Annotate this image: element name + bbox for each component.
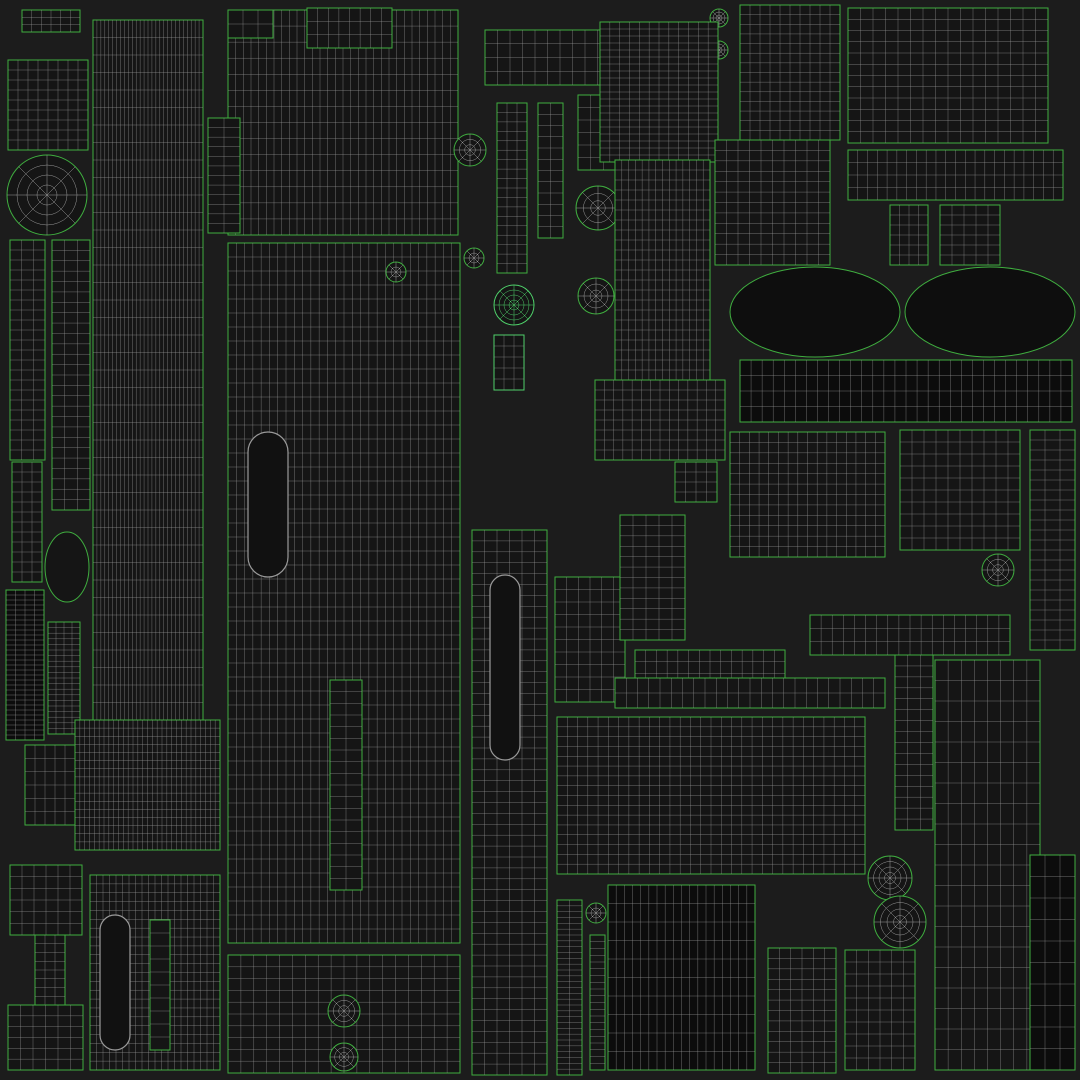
island-tall-column (92, 19, 204, 721)
island-stack-left (5, 589, 45, 741)
island-vertical-joint (619, 514, 686, 641)
island-pocket-panel (714, 139, 831, 266)
island-strap (934, 659, 1041, 1071)
island-ellipse-2 (904, 266, 1076, 358)
island-funnel (9, 864, 83, 936)
island-octagon-small-2 (329, 1042, 359, 1072)
island-cylinder (844, 949, 916, 1071)
island-thin-strip (556, 899, 583, 1076)
slot-cutout (99, 914, 131, 1051)
island-handle (496, 102, 528, 274)
island-web-disc (577, 277, 615, 315)
island-t-stem (894, 654, 934, 831)
island-web-icon-3 (981, 553, 1015, 587)
island-capsule (484, 29, 611, 86)
island-band (847, 149, 1064, 201)
island-star-disc (575, 185, 621, 231)
island-label-strap (1029, 854, 1076, 1071)
island-column-flare (74, 719, 221, 851)
island-stack-left-2 (47, 621, 81, 735)
island-strip-left-3 (11, 461, 43, 583)
island-rail (614, 677, 886, 709)
island-disc-small (463, 247, 485, 269)
island-green-gear (493, 284, 535, 326)
island-cloth-square (767, 947, 837, 1074)
island-cross-1 (554, 576, 626, 703)
island-sphere-1 (867, 855, 913, 901)
island-corner-top-left (21, 9, 81, 33)
island-small-1 (889, 204, 929, 266)
island-joint-group (899, 429, 1021, 551)
island-shirt-panel (739, 4, 841, 141)
island-long-band (739, 359, 1073, 423)
island-tiny-disc (585, 902, 607, 924)
island-strip-left-1 (9, 239, 46, 461)
island-bracket (24, 744, 76, 826)
island-inner-strip (329, 679, 363, 891)
island-thin-strip-2 (589, 934, 606, 1071)
island-barrel-small (674, 461, 718, 503)
island-top-fabric (227, 9, 459, 236)
island-octagon-ring (6, 154, 88, 236)
island-diagonal-panel (556, 716, 866, 875)
island-tower-base (594, 379, 726, 461)
island-base (7, 1004, 84, 1071)
island-nozzle (493, 334, 525, 391)
island-handle-2 (537, 102, 564, 239)
island-small-2 (939, 204, 1001, 266)
island-disc (453, 133, 487, 167)
island-dark-block (607, 884, 756, 1071)
island-octagon-small-1 (327, 994, 361, 1028)
island-oval (44, 531, 90, 603)
slot-cutout-long (489, 574, 521, 761)
island-rings (306, 7, 393, 49)
island-arch-panel (7, 59, 89, 151)
island-badge (227, 9, 274, 39)
island-ellipse-1 (729, 266, 901, 358)
island-buckle (729, 431, 886, 558)
island-strip-left-2 (51, 239, 91, 511)
island-tower-top (599, 21, 719, 163)
slot-cutout-main (247, 431, 289, 578)
island-slot-bar (149, 919, 171, 1051)
island-sphere-2 (873, 895, 927, 949)
island-right-strip (1029, 429, 1076, 651)
island-t-bar (809, 614, 1011, 656)
island-neck (34, 934, 66, 1006)
island-hole (385, 261, 407, 283)
island-side-strip (207, 117, 241, 234)
island-collar (847, 7, 1049, 144)
island-tower-shaft (614, 159, 711, 421)
